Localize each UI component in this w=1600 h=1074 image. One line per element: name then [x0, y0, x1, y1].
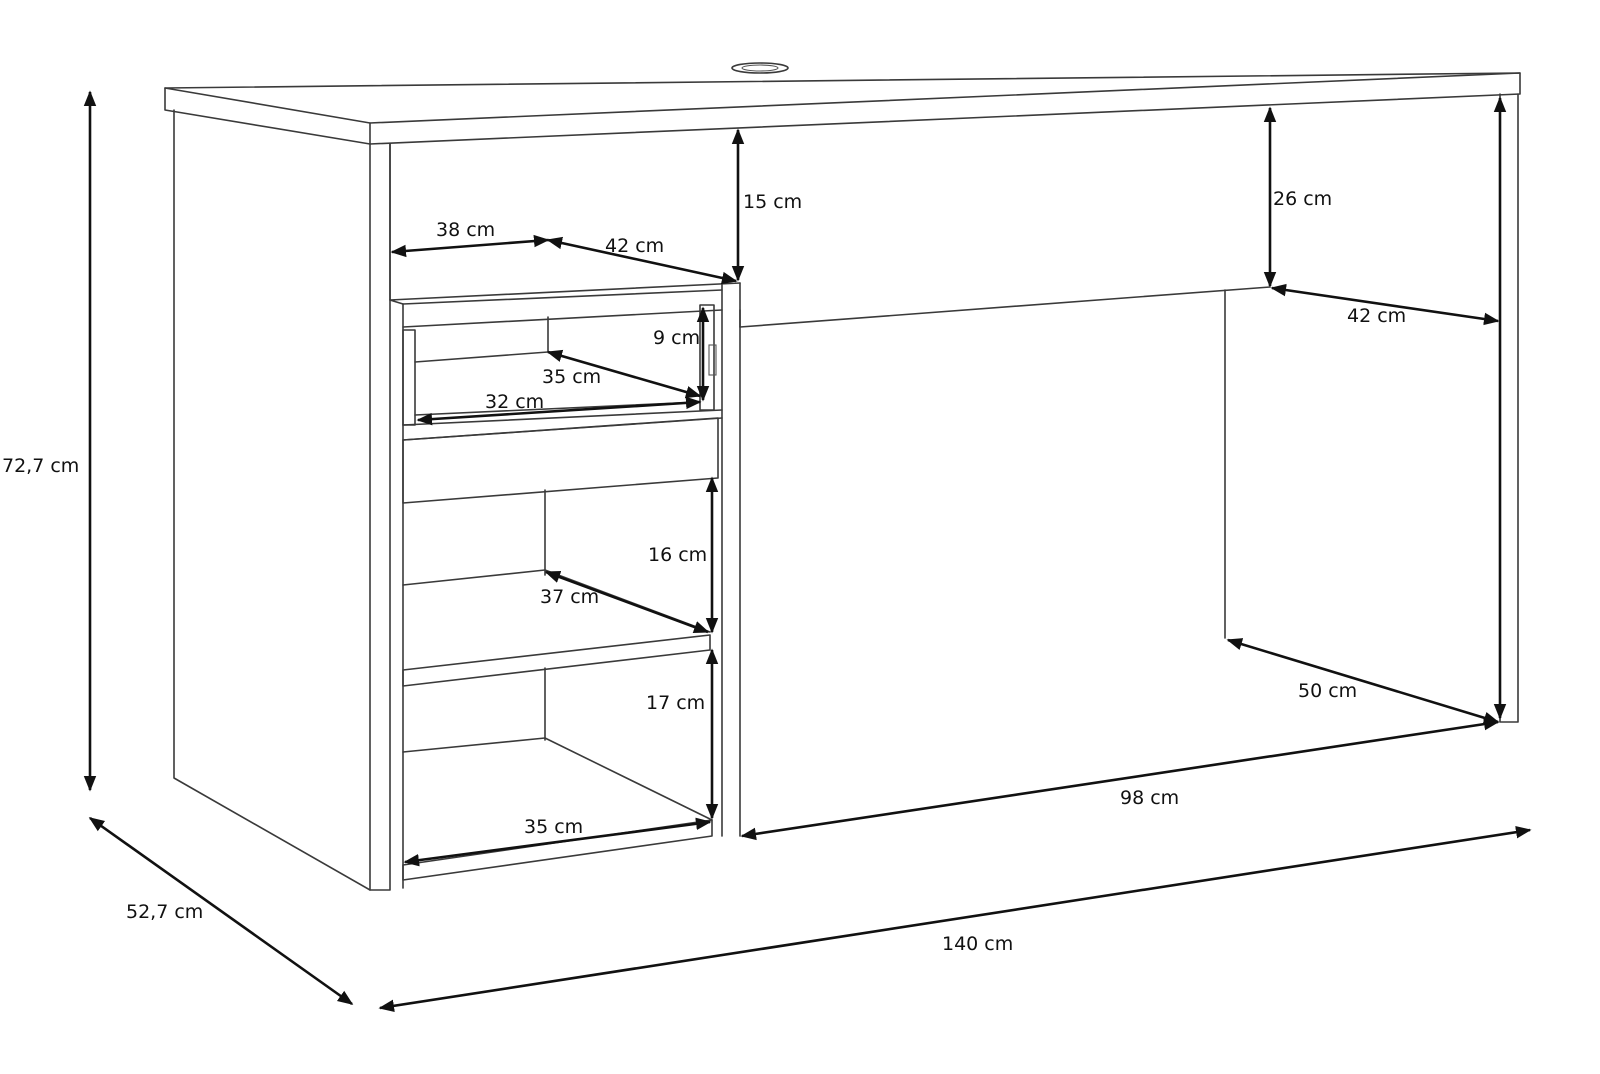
modesty-panel [739, 286, 1271, 639]
label-knee-depth: 50 cm [1298, 680, 1357, 702]
cabinet [389, 143, 741, 889]
label-shelf2-height: 17 cm [646, 692, 705, 714]
dim-depth-total [88, 816, 354, 1006]
desk-outline [164, 62, 1521, 891]
label-drawer-depth: 35 cm [542, 366, 601, 388]
label-height-total: 72,7 cm [2, 455, 79, 477]
drawer-front [402, 417, 719, 504]
dim-shelf1-depth [544, 570, 710, 634]
dim-knee-width [740, 717, 1500, 841]
dim-knee-depth [1226, 638, 1500, 724]
dimension-lines [83, 90, 1532, 1013]
cable-grommet [731, 62, 789, 74]
label-width-total: 140 cm [942, 933, 1013, 955]
label-shelf1-height: 16 cm [648, 544, 707, 566]
label-knee-width: 98 cm [1120, 787, 1179, 809]
label-depth-total: 52,7 cm [126, 901, 203, 923]
label-top-opening-depth: 42 cm [605, 235, 664, 257]
label-modesty-panel-height: 26 cm [1273, 188, 1332, 210]
label-bottom-width: 35 cm [524, 816, 583, 838]
label-shelf1-depth: 37 cm [540, 586, 599, 608]
label-top-opening-height: 15 cm [743, 191, 802, 213]
desk-top [164, 62, 1521, 145]
dim-drawer-width [416, 396, 702, 426]
label-under-top-depth: 42 cm [1347, 305, 1406, 327]
dim-bottom-width [403, 817, 712, 867]
label-drawer-height: 9 cm [653, 327, 700, 349]
label-drawer-width: 32 cm [485, 391, 544, 413]
dim-top-opening-depth [546, 236, 738, 285]
left-side-panel [173, 109, 391, 891]
dim-drawer-depth [546, 349, 702, 399]
dim-top-opening-width [390, 234, 550, 258]
label-top-opening-width: 38 cm [436, 219, 495, 241]
right-side-panel [1499, 93, 1519, 723]
dimension-labels: 72,7 cm 52,7 cm 140 cm 98 cm 50 cm 42 cm… [2, 188, 1406, 955]
dim-width-total [378, 825, 1532, 1013]
dim-under-top-depth [1270, 283, 1500, 326]
